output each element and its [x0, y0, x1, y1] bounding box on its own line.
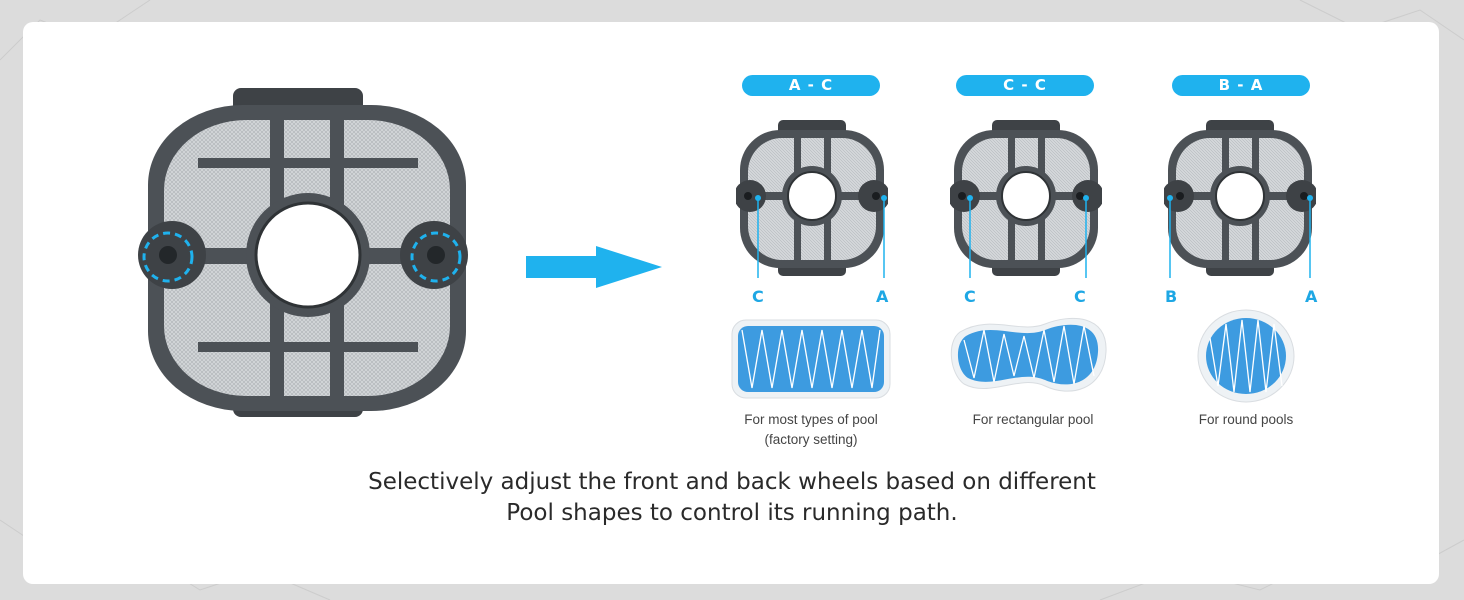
- config-caption-note: (factory setting): [764, 432, 858, 447]
- robot-underside-icon: [950, 120, 1102, 278]
- config-pill-a-c: A - C: [742, 75, 880, 96]
- pool-path-icon: [950, 317, 1107, 392]
- robot-underside-icon: [1164, 120, 1316, 278]
- wheel-label-right: A: [876, 287, 889, 306]
- description-line-2: Pool shapes to control its running path.: [506, 500, 958, 526]
- wheel-label-left: C: [964, 287, 976, 306]
- wheel-label-left: C: [752, 287, 764, 306]
- wheel-label-right: A: [1305, 287, 1318, 306]
- config-caption: For rectangular pool: [972, 412, 1094, 427]
- right-arrow-icon: [526, 246, 662, 288]
- wheel-label-right: C: [1074, 287, 1086, 306]
- description-line-1: Selectively adjust the front and back wh…: [368, 469, 1096, 495]
- robot-underside-icon: [138, 88, 468, 417]
- wheel-label-left: B: [1165, 287, 1178, 306]
- pool-path-icon: [731, 319, 891, 399]
- config-caption: For round pools: [1198, 412, 1294, 427]
- config-pill-c-c: C - C: [956, 75, 1094, 96]
- config-caption: For most types of pool: [744, 412, 878, 427]
- pool-path-icon: [1197, 309, 1295, 403]
- description-text: Selectively adjust the front and back wh…: [280, 467, 1184, 529]
- robot-underside-icon: [736, 120, 888, 278]
- config-pill-b-a: B - A: [1172, 75, 1310, 96]
